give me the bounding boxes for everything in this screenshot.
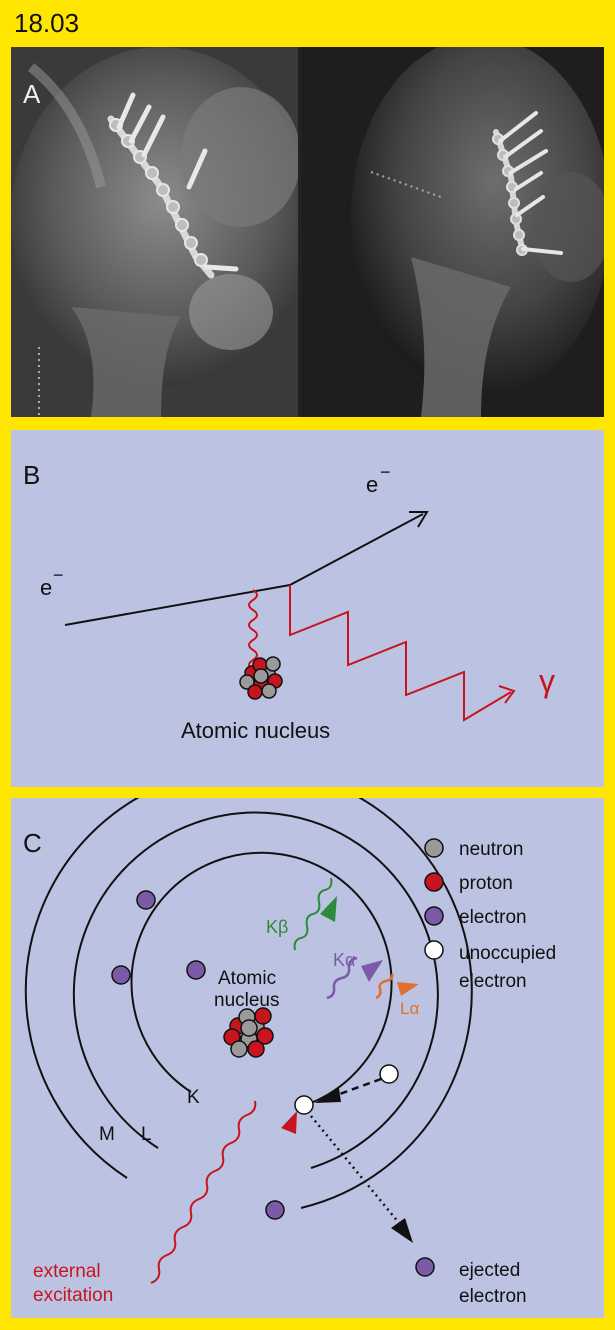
l-to-k-arrowhead (315, 1088, 341, 1103)
legend-proton-swatch (424, 872, 444, 892)
gamma-photon-arrowhead (498, 685, 516, 704)
nucleus-label: Atomic nucleus (181, 718, 330, 743)
outgoing-electron-arrowhead (409, 511, 429, 528)
electron-out-charge: − (380, 462, 391, 482)
panel-a-letter: A (23, 79, 41, 109)
panel-a: A (11, 47, 604, 417)
ejection-arrowhead (391, 1218, 413, 1243)
unoccupied-electron-k (294, 1095, 314, 1115)
incoming-electron-path (64, 584, 291, 626)
xray-images (11, 47, 604, 417)
legend-proton-label: proton (459, 873, 513, 894)
external-excitation-arrowhead (281, 1111, 297, 1134)
legend-unoccupied-swatch (424, 940, 444, 960)
k-alpha-arrowhead (361, 960, 383, 982)
legend-electron-swatch (424, 906, 444, 926)
legend-neutron-label: neutron (459, 839, 523, 860)
electron-in-label: e (40, 575, 52, 600)
k-beta-arrowhead (320, 896, 337, 922)
shell-l (72, 811, 439, 1169)
shell-l-label: L (141, 1124, 152, 1145)
legend-neutron-swatch (424, 838, 444, 858)
shell-m (24, 798, 473, 1209)
electron (265, 1200, 285, 1220)
legend-unoccupied-label: unoccupied (459, 943, 556, 964)
k-alpha-emission-wave (326, 956, 358, 1000)
l-alpha-arrowhead (397, 982, 419, 996)
ejection-path-arrow (310, 1115, 400, 1224)
electron-out-label: e (366, 472, 378, 497)
unoccupied-electron-l (379, 1064, 399, 1084)
l-alpha-emission-wave (375, 973, 394, 1000)
shell-m-label: M (99, 1124, 115, 1145)
electron (186, 960, 206, 980)
electron (111, 965, 131, 985)
external-label-line1: external (33, 1261, 101, 1282)
nucleus-label-line2: nucleus (214, 990, 280, 1011)
nucleus-label-line1: Atomic (218, 968, 276, 989)
coulomb-interaction-wave (248, 589, 258, 671)
k-beta-label: Kβ (266, 917, 288, 937)
electron (136, 890, 156, 910)
figure-number: 18.03 (14, 8, 80, 38)
l-to-k-transition-arrow (336, 1077, 382, 1097)
characteristic-xray-diagram: K L M Atomic nucleus (24, 798, 556, 1307)
panel-c-letter: C (23, 828, 42, 858)
ejected-label-line1: ejected (459, 1260, 520, 1281)
ejected-electron (415, 1257, 435, 1277)
electron-in-charge: − (53, 565, 64, 585)
outgoing-electron-path (289, 513, 424, 586)
panel-b-letter: B (23, 460, 41, 490)
external-excitation-wave (150, 1100, 257, 1284)
bremsstrahlung-diagram: e − e − γ Atomic nucleus (40, 462, 555, 743)
legend-electron-label: electron (459, 907, 527, 928)
panel-c: C K L M Atomic nucleus (11, 798, 604, 1318)
legend: neutron proton electron unoccupied elect… (424, 838, 556, 992)
xray-left (11, 47, 311, 417)
l-alpha-label: Lα (400, 999, 419, 1018)
legend-unoccupied-label-2: electron (459, 971, 527, 992)
shell-k (130, 851, 393, 1104)
panel-b: B e − e − γ (11, 430, 604, 787)
k-beta-emission-wave (293, 877, 333, 951)
gamma-label: γ (539, 663, 555, 699)
gamma-photon-zigzag (289, 585, 512, 722)
atomic-nucleus (223, 1007, 274, 1058)
xray-right (302, 47, 604, 417)
k-alpha-label: Kα (333, 950, 355, 970)
ejected-label-line2: electron (459, 1286, 527, 1307)
atomic-nucleus (239, 656, 283, 700)
shell-k-label: K (187, 1087, 200, 1108)
external-label-line2: excitation (33, 1285, 113, 1306)
